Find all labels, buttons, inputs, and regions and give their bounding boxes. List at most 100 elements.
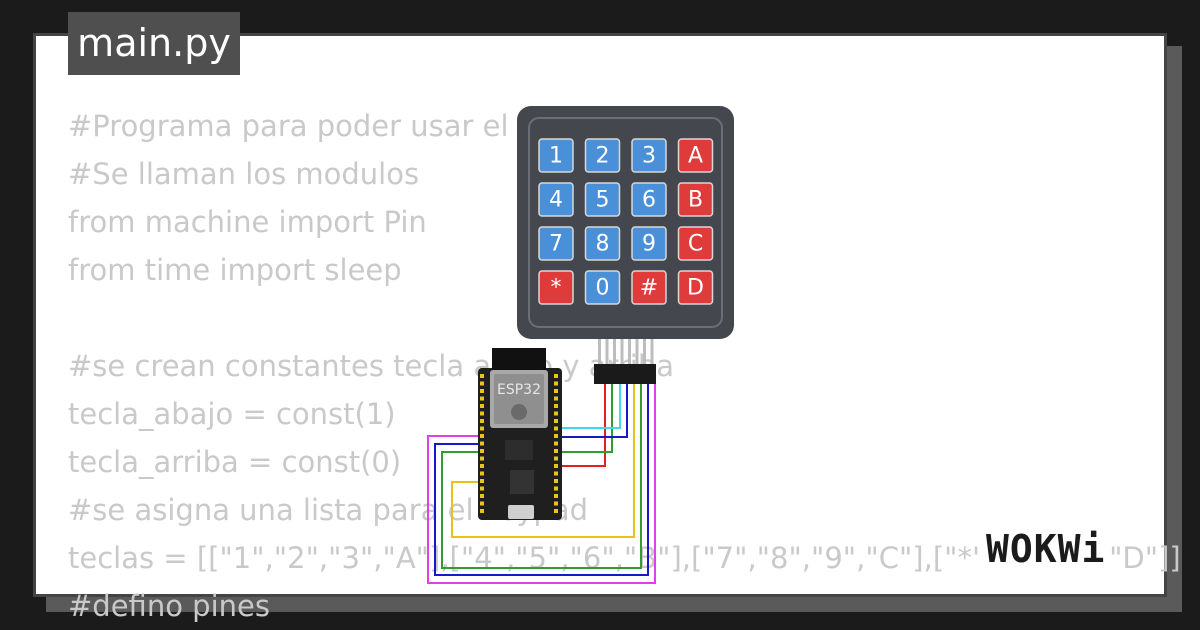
regulator: [505, 440, 533, 460]
wire[interactable]: [562, 384, 628, 438]
board-pin: [554, 456, 558, 461]
board-pin: [554, 494, 558, 498]
board-pin: [480, 494, 484, 498]
connector-pin: [620, 339, 624, 365]
board-pin: [480, 471, 484, 476]
svg-text:0: 0: [596, 276, 610, 301]
svg-text:8: 8: [596, 232, 610, 257]
connector-pin: [643, 339, 646, 365]
connector-pin: [613, 339, 616, 365]
board-pin: [554, 396, 558, 401]
keypad-key-C[interactable]: C: [677, 226, 714, 261]
keypad-key-star[interactable]: *: [538, 270, 574, 305]
wire[interactable]: [434, 384, 649, 576]
board-pin: [480, 419, 484, 423]
keypad-key-3[interactable]: 3: [631, 138, 667, 173]
connector-pin: [650, 339, 654, 365]
wire[interactable]: [451, 384, 635, 538]
board-pin: [554, 449, 558, 453]
connector-pin: [628, 339, 631, 365]
board-pin: [554, 411, 558, 416]
esp32-board[interactable]: ESP32: [478, 348, 562, 520]
board-pin: [480, 396, 484, 401]
board-pin: [480, 381, 484, 386]
keypad-key-A[interactable]: A: [677, 138, 714, 173]
board-pin: [554, 464, 558, 468]
keypad-key-4[interactable]: 4: [538, 182, 574, 217]
keypad-key-hash[interactable]: #: [631, 270, 667, 305]
connector-header: [594, 364, 656, 384]
keypad-key-D[interactable]: D: [677, 270, 714, 305]
wire[interactable]: [562, 384, 613, 453]
keypad-key-5[interactable]: 5: [584, 182, 621, 217]
code-line: tecla_abajo = const(1): [68, 397, 396, 431]
connector-pin: [598, 339, 601, 365]
connector-pin: [605, 339, 609, 365]
board-pin: [480, 486, 484, 491]
board-pin: [554, 486, 558, 491]
board-pin: [480, 479, 484, 483]
board-pin: [480, 389, 484, 393]
board-pin: [480, 501, 484, 506]
board-pin: [480, 411, 484, 416]
wokwi-logo: WOKWi: [980, 526, 1112, 572]
board-pin: [480, 426, 484, 431]
board-pin: [554, 501, 558, 506]
board-pin: [554, 426, 558, 431]
code-line: from time import sleep: [68, 253, 402, 287]
keypad-key-6[interactable]: 6: [631, 182, 667, 217]
svg-text:B: B: [688, 188, 703, 213]
svg-text:#: #: [640, 276, 658, 301]
board-pin: [554, 419, 558, 423]
keypad-key-B[interactable]: B: [677, 182, 714, 217]
antenna: [492, 348, 546, 370]
code-line: #Programa para poder usar el: [68, 109, 509, 143]
board-pin: [554, 374, 558, 378]
wifi-icon: [511, 404, 527, 420]
code-editor: #Programa para poder usar el #Se llaman l…: [68, 102, 1181, 630]
keypad-key-8[interactable]: 8: [584, 226, 621, 261]
wire[interactable]: [562, 384, 606, 467]
board-pin: [480, 434, 484, 438]
keypad-key-1[interactable]: 1: [538, 138, 574, 173]
board-pin: [554, 404, 558, 408]
board-pin: [480, 441, 484, 446]
board-pin: [554, 434, 558, 438]
wire[interactable]: [441, 384, 642, 569]
keypad-key-9[interactable]: 9: [631, 226, 667, 261]
keypad-key-0[interactable]: 0: [584, 270, 621, 305]
keypad-key-2[interactable]: 2: [584, 138, 621, 173]
board-pin: [554, 471, 558, 476]
code-line: #defino pines: [68, 589, 270, 623]
board-pin: [554, 441, 558, 446]
file-tab[interactable]: main.py: [68, 12, 240, 75]
keypad-connector: [594, 339, 656, 384]
connector-pin: [635, 339, 639, 365]
keypad-key-7[interactable]: 7: [538, 226, 574, 261]
board-pin: [480, 404, 484, 408]
wires: [427, 384, 656, 584]
board-pin: [480, 464, 484, 468]
svg-text:C: C: [688, 232, 703, 257]
board-pin: [480, 374, 484, 378]
svg-text:5: 5: [596, 188, 610, 213]
usb-port-icon: [508, 505, 534, 519]
board-pin: [554, 479, 558, 483]
svg-text:*: *: [551, 276, 562, 301]
board-pin: [554, 381, 558, 386]
board-pin: [480, 449, 484, 453]
code-line: #Se llaman los modulos: [68, 157, 420, 191]
wire[interactable]: [562, 384, 621, 429]
wire[interactable]: [427, 384, 656, 584]
chip-label: ESP32: [497, 382, 541, 398]
svg-text:A: A: [688, 144, 703, 169]
svg-text:D: D: [687, 276, 704, 301]
svg-text:7: 7: [549, 232, 563, 257]
module-shield: [494, 374, 544, 424]
board-pin: [480, 456, 484, 461]
usb-chip: [510, 470, 534, 494]
svg-text:9: 9: [642, 232, 656, 257]
